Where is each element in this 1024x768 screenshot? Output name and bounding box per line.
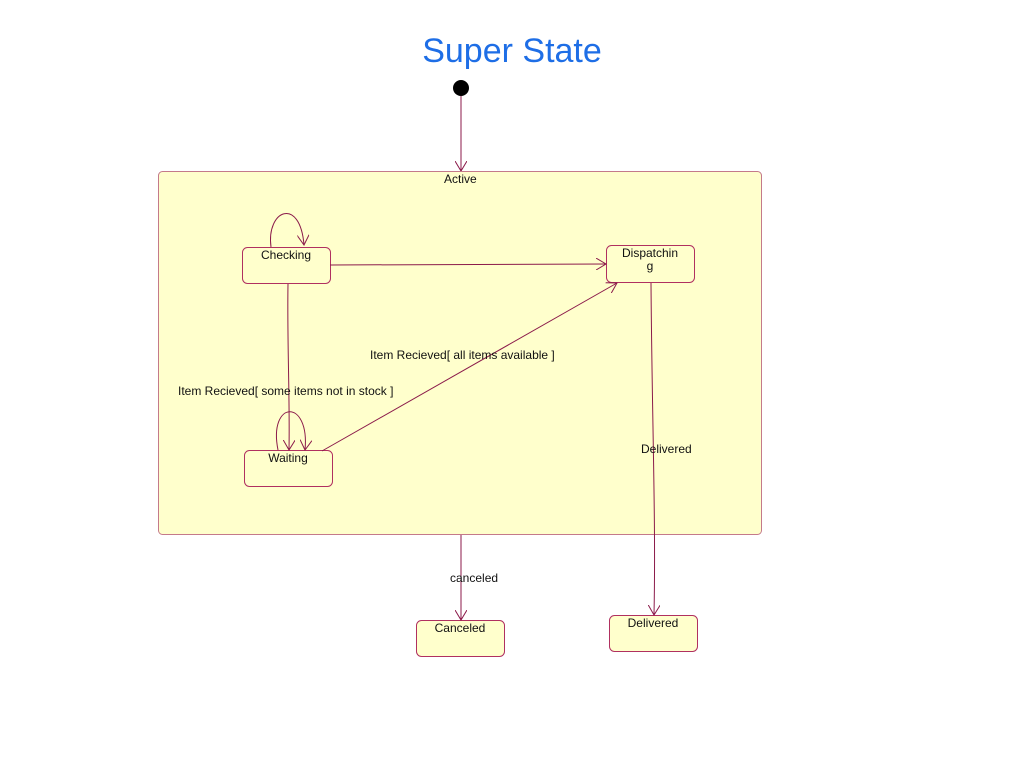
transition-label-some-not-in-stock: Item Recieved[ some items not in stock ] [178,384,394,398]
transition-checking-to-dispatching [329,264,606,265]
transition-waiting-to-dispatching [321,283,617,452]
transition-checking-self-loop [270,213,304,248]
state-canceled-label: Canceled [434,621,486,635]
diagram-title: Super State [422,32,602,70]
transition-checking-to-waiting [288,283,289,450]
composite-state-label: Active [444,172,477,186]
transition-label-all-available: Item Recieved[ all items available ] [370,348,555,362]
state-dispatching-label-line1: Dispatchin [621,246,679,260]
state-delivered-label: Delivered [627,616,679,630]
transition-label-canceled: canceled [450,571,499,585]
initial-state [453,80,469,96]
transition-label-delivered: Delivered [641,442,692,456]
state-waiting-label: Waiting [268,451,308,465]
transition-waiting-self-loop [276,411,305,450]
state-checking-label: Checking [260,248,312,262]
state-dispatching-label: Dispatchin g [606,247,694,273]
state-checking[interactable] [242,247,331,284]
transition-dispatching-to-delivered [651,282,655,615]
state-dispatching-label-line2: g [646,259,654,273]
